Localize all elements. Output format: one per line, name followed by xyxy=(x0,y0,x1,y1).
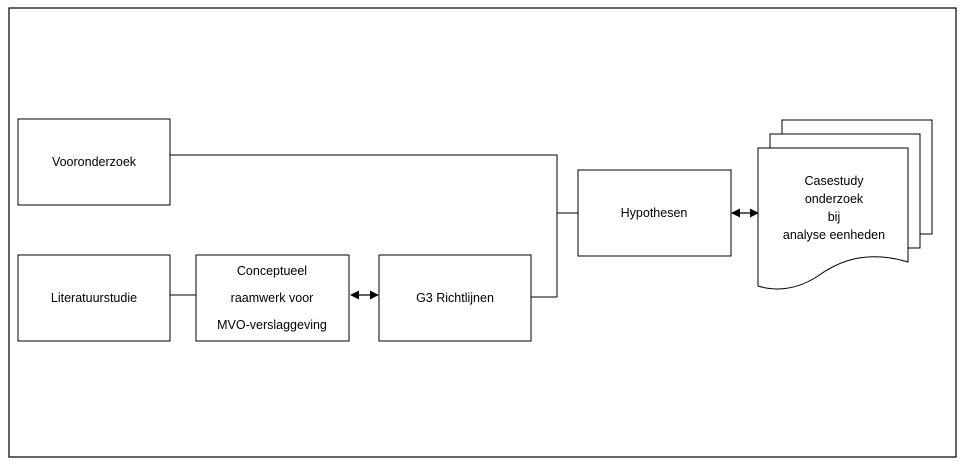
node-hypothesen-box xyxy=(577,169,732,257)
node-g3-label: G3 Richtlijnen xyxy=(416,291,494,305)
node-vooronderzoek-box xyxy=(17,118,171,206)
node-conceptueel-line-3: MVO-verslaggeving xyxy=(217,318,327,332)
node-casestudy-line-1: Casestudy xyxy=(804,174,864,188)
node-hypothesen-label: Hypothesen xyxy=(621,206,688,220)
node-casestudy-line-2: onderzoek xyxy=(805,192,864,206)
node-casestudy: Casestudy onderzoek bij analyse eenheden xyxy=(757,119,933,290)
node-vooronderzoek: Vooronderzoek xyxy=(17,118,171,206)
node-conceptueel-line-2: raamwerk voor xyxy=(231,291,314,305)
node-casestudy-line-3: bij xyxy=(828,210,841,224)
node-g3-richtlijnen: G3 Richtlijnen xyxy=(378,254,532,342)
node-conceptueel-box xyxy=(195,254,350,342)
node-vooronderzoek-label: Vooronderzoek xyxy=(52,155,137,169)
document-front xyxy=(757,147,909,290)
node-conceptueel-line-1: Conceptueel xyxy=(237,264,307,278)
node-literatuurstudie-label: Literatuurstudie xyxy=(51,291,137,305)
node-hypothesen: Hypothesen xyxy=(577,169,732,257)
node-casestudy-line-4: analyse eenheden xyxy=(783,228,885,242)
node-g3-box xyxy=(378,254,532,342)
node-literatuurstudie: Literatuurstudie xyxy=(17,254,171,342)
connector-vooronderzoek-g3 xyxy=(170,154,558,298)
node-conceptueel: Conceptueel raamwerk voor MVO-verslaggev… xyxy=(195,254,350,342)
node-literatuurstudie-box xyxy=(17,254,171,342)
